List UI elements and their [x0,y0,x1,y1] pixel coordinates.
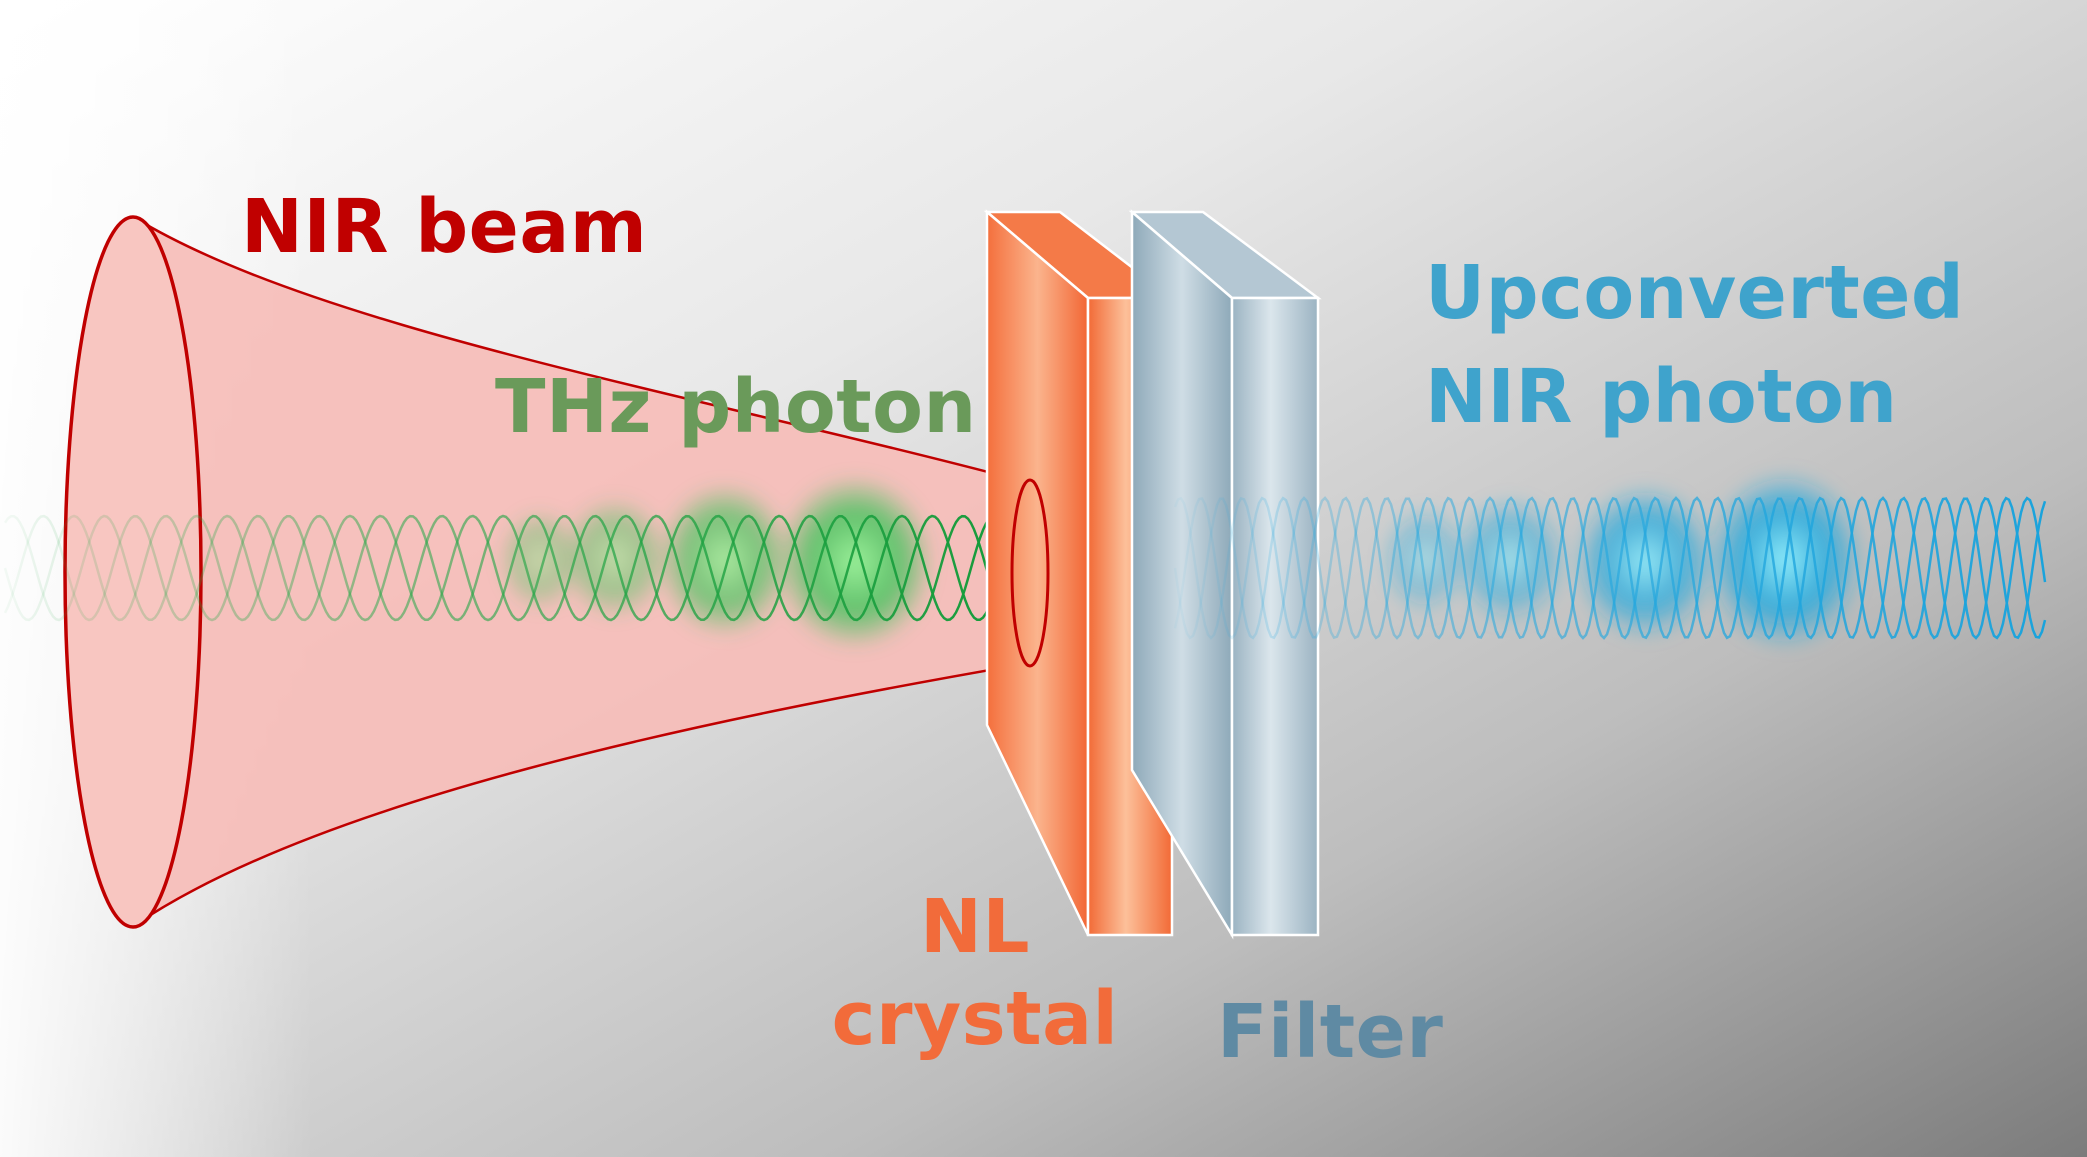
thz-wave-lines [3,514,1000,622]
label-nl-line2: crystal [831,976,1119,1062]
label-nl-line1: NL [919,884,1031,970]
thz-wave-3 [3,514,1000,622]
nir-wave-1 [1173,496,2047,640]
label-upconverted-line1: Upconverted [1425,250,1965,336]
label-thz-photon: THz photon [495,364,977,450]
label-upconverted-line2: NIR photon [1425,354,1898,440]
thz-wave-2 [3,514,1000,622]
label-nir-beam: NIR beam [241,184,648,270]
nl-crystal-beam-spot [1010,478,1050,668]
label-filter: Filter [1217,989,1444,1075]
filter-front [1230,296,1320,937]
nir-wave-lines [1173,496,2047,640]
nir-wave-3 [1173,496,2047,640]
nir-beam-aperture [63,215,203,929]
nir-wave-2 [1173,496,2047,640]
filter-plate [1128,209,1322,940]
thz-wave-1 [3,514,999,622]
